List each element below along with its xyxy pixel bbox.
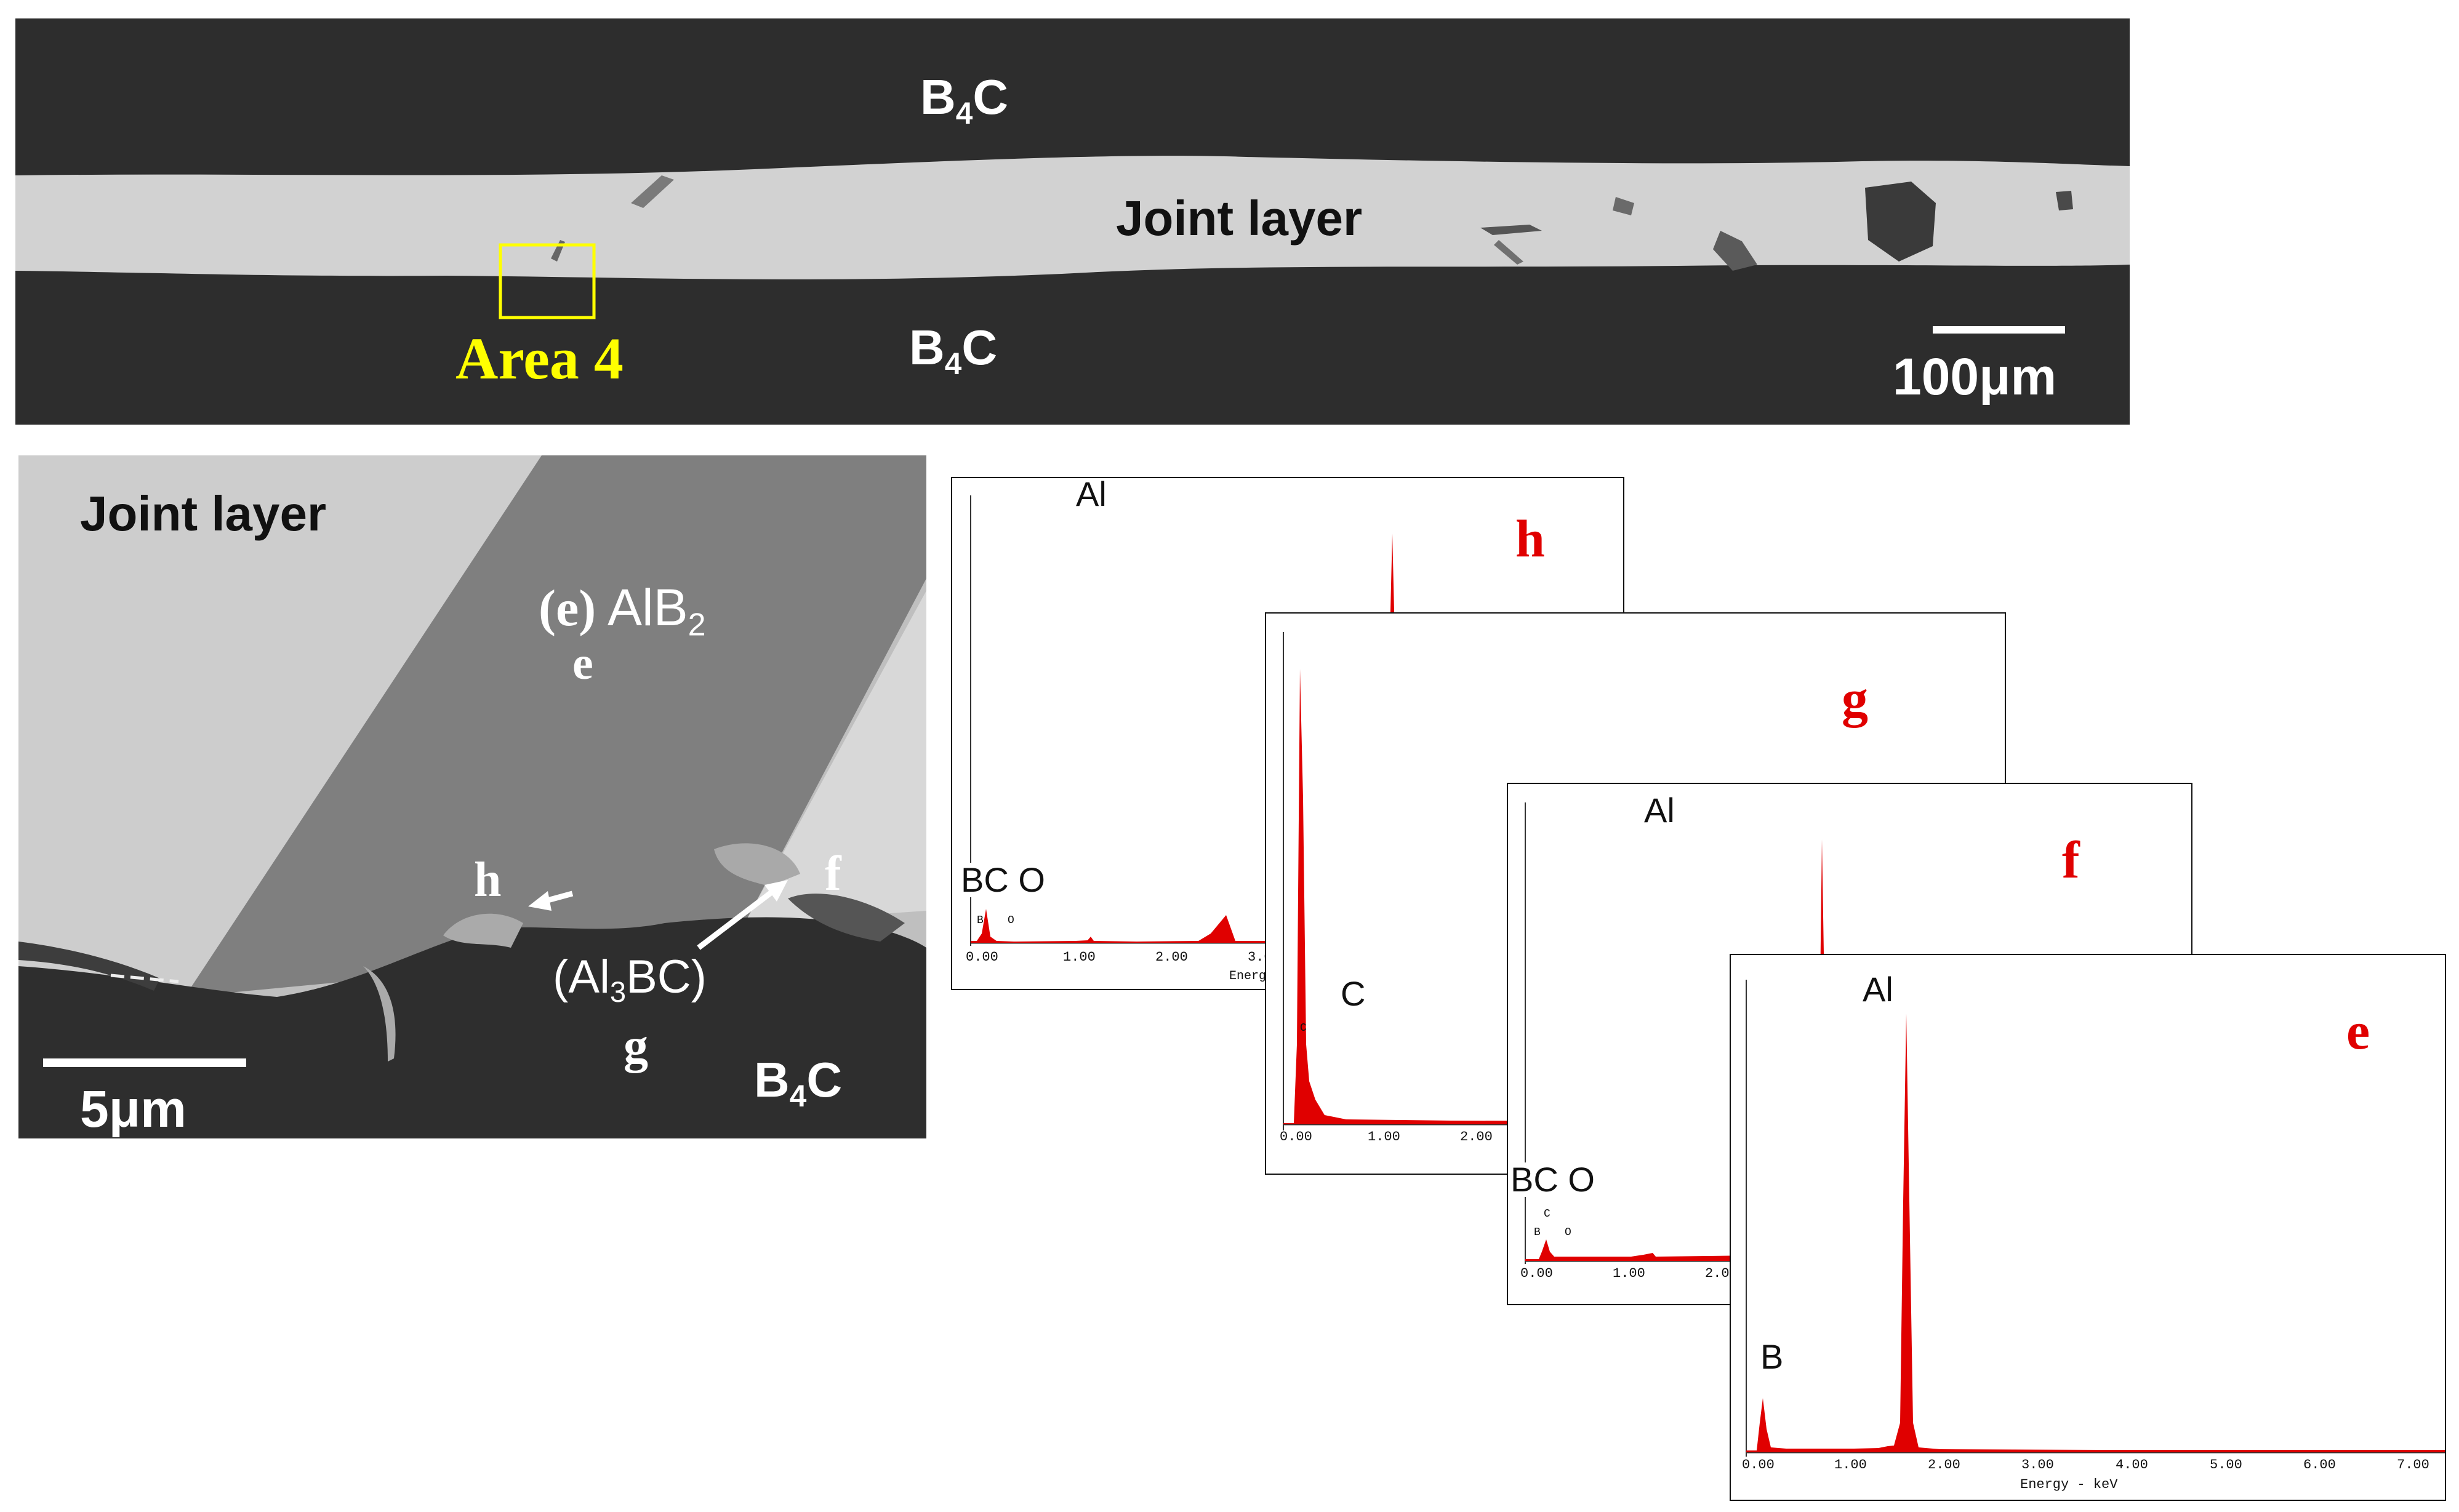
spectrum-g-small-c: C xyxy=(1300,1022,1307,1034)
point-e-label: e xyxy=(572,638,593,689)
sem-detail-panel: Joint layer (e) AlB2 e h f (Al3BC) g B4C… xyxy=(18,455,926,1138)
spectrum-f-tick-2: 2.00 xyxy=(1705,1266,1738,1281)
spectrum-g-tick-1: 1.00 xyxy=(1368,1129,1400,1145)
spectrum-g-c-label: C xyxy=(1337,977,1370,1011)
scale-bar-top xyxy=(1933,326,2065,334)
spectrum-f-small-o: O xyxy=(1565,1226,1571,1239)
point-g-label: g xyxy=(624,1019,648,1073)
scale-label-top: 100μm xyxy=(1893,348,2057,406)
spectrum-h-small-b: B xyxy=(977,914,984,927)
spectrum-h-small-o: O xyxy=(1008,914,1014,927)
spectrum-e: Al B e 0.00 1.00 2.00 3.00 4.00 5.00 6.0… xyxy=(1730,954,2446,1501)
spectrum-e-tick-1: 1.00 xyxy=(1834,1457,1867,1473)
spectrum-h-id: h xyxy=(1515,509,1545,568)
spectrum-g-tick-0: 0.00 xyxy=(1280,1129,1312,1145)
b4c-label-detail: B4C xyxy=(754,1052,843,1113)
spectrum-f-small-c: C xyxy=(1544,1208,1550,1220)
spectrum-f-al-label: Al xyxy=(1644,791,1675,830)
phase-al3bc-label: (Al3BC) xyxy=(553,951,707,1009)
spectrum-e-tick-7: 7.00 xyxy=(2397,1457,2429,1473)
spectrum-e-tick-4: 4.00 xyxy=(2116,1457,2148,1473)
spectrum-h-al-label: Al xyxy=(1072,478,1110,511)
spectrum-h-tick-2: 2.00 xyxy=(1155,950,1188,965)
joint-layer-label-top: Joint layer xyxy=(1116,191,1363,246)
spectrum-e-axis-title: Energy - keV xyxy=(2020,1477,2118,1492)
phase-alb2-label: (e) AlB2 xyxy=(539,578,706,643)
spectrum-f-small-b: B xyxy=(1534,1226,1541,1239)
spectrum-e-tick-5: 5.00 xyxy=(2210,1457,2242,1473)
spectrum-f-tick-1: 1.00 xyxy=(1613,1266,1645,1281)
spectrum-e-tick-3: 3.00 xyxy=(2021,1457,2054,1473)
spectrum-e-b-label: B xyxy=(1760,1337,1784,1376)
sem-overview-image xyxy=(15,18,2130,425)
spectrum-g-tick-2: 2.00 xyxy=(1460,1129,1493,1145)
point-f-label: f xyxy=(825,847,841,901)
sem-overview-panel: B4C Joint layer B4C Area 4 100μm xyxy=(15,18,2130,425)
sem-detail-image xyxy=(18,455,926,1138)
scale-label-detail: 5μm xyxy=(80,1080,187,1138)
spectrum-f-bco-label: BC O xyxy=(1508,1162,1599,1197)
spectrum-e-al-label: Al xyxy=(1863,970,1893,1009)
spectrum-f-id: f xyxy=(2062,830,2080,889)
spectrum-e-tick-0: 0.00 xyxy=(1742,1457,1775,1473)
spectrum-e-plot xyxy=(1746,980,2445,1457)
spectrum-e-id: e xyxy=(2346,1001,2370,1060)
spectrum-e-tick-6: 6.00 xyxy=(2303,1457,2336,1473)
b4c-label-bottom: B4C xyxy=(909,320,998,381)
spectrum-h-axis-title: Energ xyxy=(1229,969,1267,983)
spectrum-h-tick-0: 0.00 xyxy=(966,950,998,965)
scale-bar-detail xyxy=(43,1058,246,1067)
spectrum-h-bco-label: BC O xyxy=(957,863,1049,897)
point-h-label: h xyxy=(474,853,502,907)
area-4-box xyxy=(499,243,596,319)
spectrum-e-tick-2: 2.00 xyxy=(1928,1457,1960,1473)
joint-layer-label-detail: Joint layer xyxy=(80,486,327,541)
spectrum-g-id: g xyxy=(1842,669,1868,728)
b4c-label-top: B4C xyxy=(920,70,1009,130)
spectrum-h-tick-1: 1.00 xyxy=(1063,950,1096,965)
area-4-label: Area 4 xyxy=(455,326,624,391)
spectrum-f-tick-0: 0.00 xyxy=(1520,1266,1553,1281)
